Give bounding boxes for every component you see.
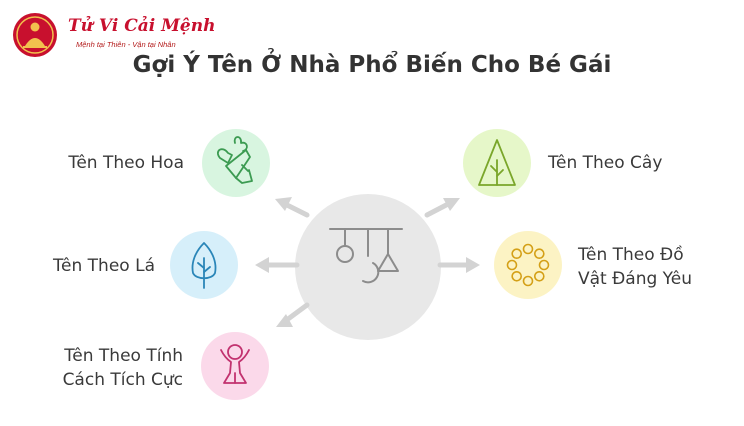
center-node <box>295 194 441 340</box>
buddha-logo-icon <box>13 13 57 57</box>
node-flower <box>202 129 270 197</box>
arrow-top-right <box>424 198 460 218</box>
bead-bracelet-icon <box>506 243 550 287</box>
brand-logo[interactable]: Tử Vi Cải Mệnh Mệnh tại Thiên - Vận tại … <box>10 8 215 58</box>
arrow-bottom-left <box>276 302 310 327</box>
bouquet-icon <box>216 136 253 184</box>
label-character: Tên Theo Tính Cách Tích Cực <box>62 346 183 390</box>
brand-name: Tử Vi Cải Mệnh <box>68 16 216 36</box>
page-title: Gợi Ý Tên Ở Nhà Phổ Biến Cho Bé Gái <box>132 52 612 78</box>
label-flower: Tên Theo Hoa <box>68 153 184 173</box>
mobile-icon <box>329 228 403 284</box>
arrow-top-left <box>275 197 310 218</box>
brand-slogan: Mệnh tại Thiên - Vận tại Nhân <box>76 40 176 49</box>
arrow-right <box>437 257 480 273</box>
child-icon <box>220 344 250 384</box>
label-tree: Tên Theo Cây <box>548 153 663 173</box>
tree-icon <box>478 139 516 186</box>
node-tree <box>463 129 531 197</box>
label-cute-object: Tên Theo Đồ Vật Đáng Yêu <box>578 245 693 289</box>
node-character <box>201 332 269 400</box>
label-leaf: Tên Theo Lá <box>53 256 155 276</box>
node-leaf <box>170 231 238 299</box>
leaf-tree-icon <box>191 242 217 289</box>
arrow-left <box>255 257 300 273</box>
node-cute-object <box>494 231 562 299</box>
connector-arrows <box>255 197 480 327</box>
